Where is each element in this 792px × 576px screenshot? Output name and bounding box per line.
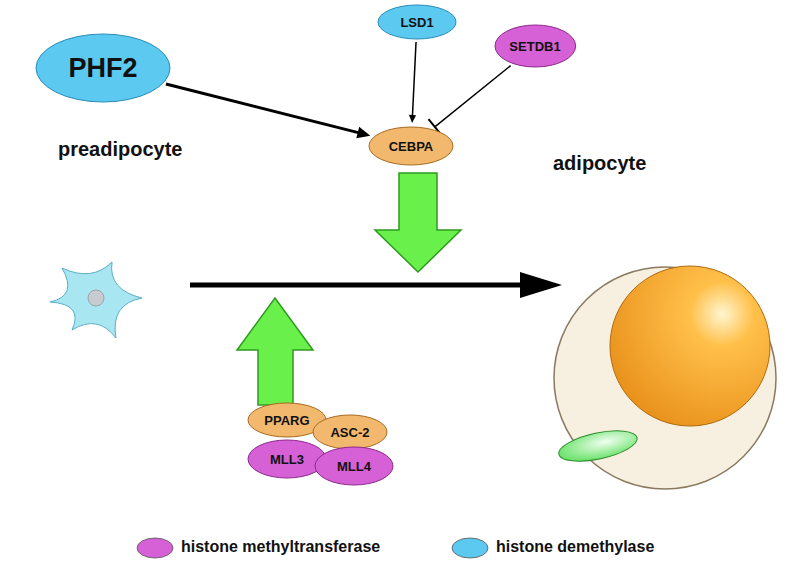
node-label: ASC-2 xyxy=(330,425,369,440)
transcription-factor-node: CEBPA xyxy=(368,126,454,166)
legend-text: histone methyltransferase xyxy=(181,538,380,556)
green-arrow xyxy=(237,298,313,405)
cell-stage-label: preadipocyte xyxy=(58,138,182,161)
preadipocyte-cell xyxy=(50,262,142,338)
ellipse-outline xyxy=(248,440,326,478)
adipocyte-nucleus xyxy=(556,425,640,467)
node-label: LSD1 xyxy=(400,15,433,30)
ellipse-outline xyxy=(495,25,576,67)
cell-nucleus xyxy=(88,290,104,306)
ellipse-outline xyxy=(378,5,456,39)
methyltransferase-node: SETDB1 xyxy=(494,24,577,68)
ellipse-outline xyxy=(315,447,393,485)
arrow-head xyxy=(409,115,416,123)
legend-text: histone demethylase xyxy=(496,538,654,556)
ellipse-outline xyxy=(36,34,170,102)
legend-swatch xyxy=(137,538,173,558)
demethylase-node: PHF2 xyxy=(35,33,171,103)
green-arrow xyxy=(375,173,461,272)
cell-stage-label: adipocyte xyxy=(553,152,646,175)
node-label: MLL4 xyxy=(337,459,371,474)
coactivator-node: ASC-2 xyxy=(312,414,388,450)
arrow-head xyxy=(356,127,370,138)
ellipse-outline xyxy=(369,127,453,165)
node-label: MLL3 xyxy=(270,452,304,467)
demethylase-node: LSD1 xyxy=(377,4,457,40)
node-label: SETDB1 xyxy=(509,39,560,54)
lipid-droplet xyxy=(610,266,770,426)
main-arrow-head xyxy=(520,272,562,298)
connector xyxy=(412,42,416,117)
main-arrow-shaft xyxy=(190,283,528,288)
node-label: CEBPA xyxy=(389,139,434,154)
legend-swatch xyxy=(452,538,488,558)
methyltransferase-node: MLL4 xyxy=(314,446,394,486)
connector xyxy=(435,66,511,127)
connector xyxy=(166,84,360,133)
adipocyte-cell xyxy=(554,267,776,489)
node-label: PPARG xyxy=(264,413,309,428)
methyltransferase-node: MLL3 xyxy=(247,439,327,479)
node-label: PHF2 xyxy=(68,53,137,84)
ellipse-outline xyxy=(313,415,387,449)
